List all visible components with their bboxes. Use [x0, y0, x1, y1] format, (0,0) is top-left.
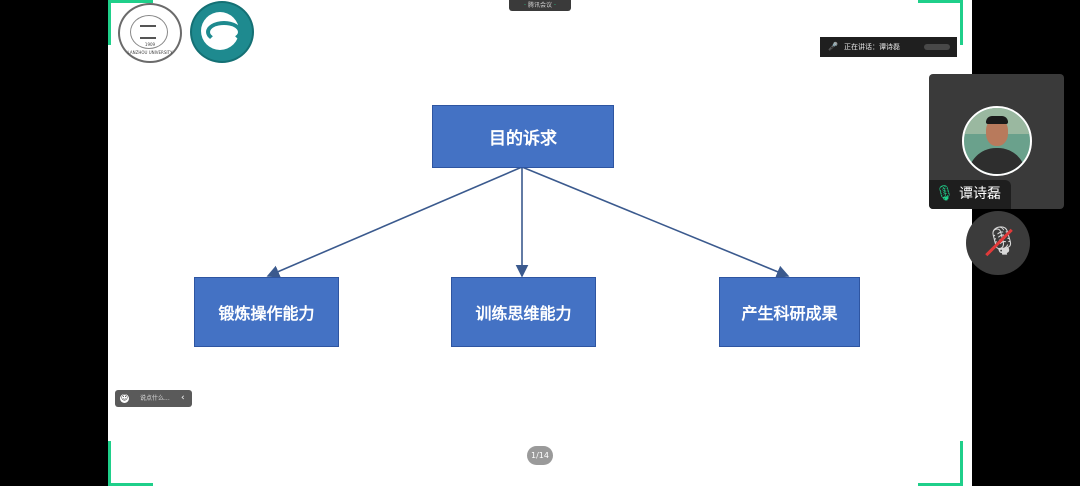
meeting-tag[interactable]: · 腾讯会议 · — [509, 0, 571, 11]
meeting-tag-label: 腾讯会议 — [527, 2, 552, 9]
chevron-left-icon[interactable]: ‹ — [181, 393, 185, 403]
speaking-indicator: 🎤 正在讲话：谭诗磊 — [820, 37, 957, 57]
diagram-child-box: 锻炼操作能力 — [194, 277, 339, 347]
mic-icon: 🎤 — [828, 42, 838, 51]
comment-input-bar[interactable]: ☺ 说点什么... ‹ — [115, 390, 192, 407]
corner-bracket-bottom-right — [918, 441, 963, 486]
dots-icon: · — [553, 1, 557, 9]
diagram-child-box: 产生科研成果 — [719, 277, 860, 347]
participant-name: 谭诗磊 — [959, 186, 1001, 202]
mic-icon: 🎙 — [935, 184, 955, 202]
diagram-root-box: 目的诉求 — [432, 105, 614, 168]
participant-name-tag: 🎙 谭诗磊 — [929, 180, 1011, 209]
audio-level-bar — [924, 44, 950, 50]
smile-icon: ☺ — [120, 394, 129, 403]
shared-screen-slide — [108, 0, 972, 486]
arrow-to-right — [521, 166, 790, 278]
logo-year: 1909 — [144, 42, 156, 47]
speaking-label: 正在讲话：谭诗磊 — [844, 43, 900, 51]
page-indicator: 1/14 — [527, 446, 553, 465]
diagram-child-box: 训练思维能力 — [451, 277, 596, 347]
lanzhou-university-logo: 1909 LANZHOU UNIVERSITY — [118, 3, 182, 63]
mute-button[interactable]: 🎙 — [966, 211, 1030, 275]
arrow-to-left — [266, 166, 523, 278]
avatar — [962, 106, 1032, 176]
logo-year: 1959 — [216, 43, 228, 48]
dots-icon: · — [523, 1, 527, 9]
logo-name: LANZHOU UNIVERSITY — [127, 50, 173, 55]
corner-bracket-top-right — [918, 0, 963, 45]
comment-placeholder: 说点什么... — [140, 395, 170, 402]
school-public-health-logo: 1959 — [190, 1, 254, 63]
corner-bracket-bottom-left — [108, 441, 153, 486]
corner-bracket-top-left — [108, 0, 153, 45]
